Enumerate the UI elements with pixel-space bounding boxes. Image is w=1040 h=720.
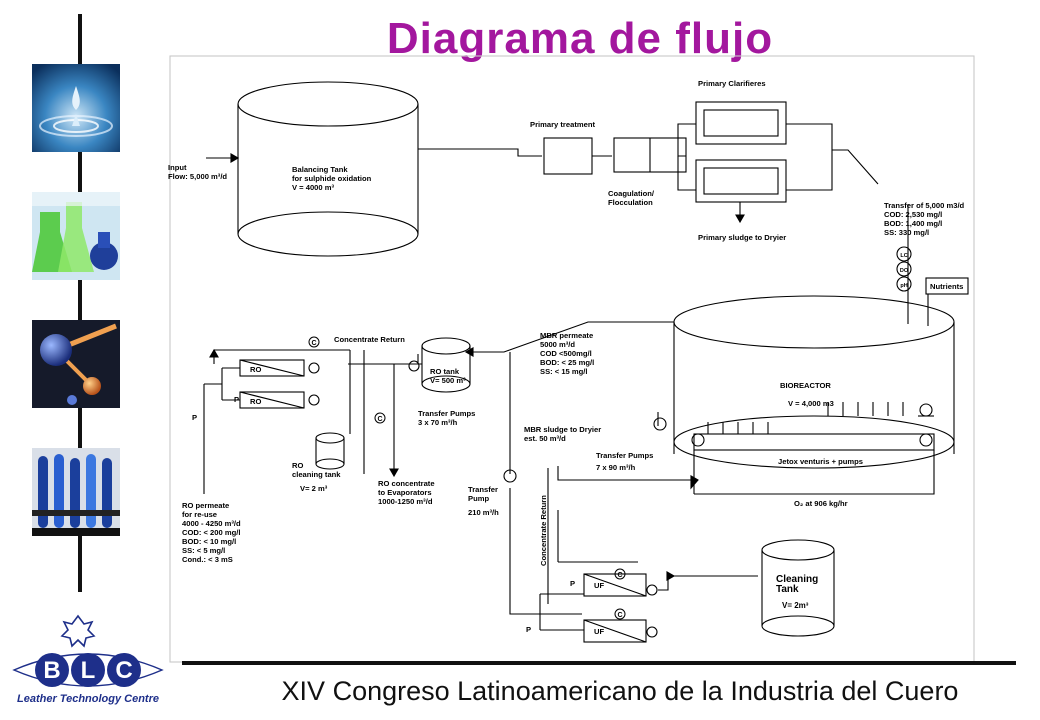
ro-module-1-label: RO — [250, 365, 261, 374]
logo-letter-b: B — [43, 657, 60, 684]
balancing-tank — [237, 81, 419, 257]
p-label-ro-2: P — [234, 395, 239, 404]
sensor-do — [896, 261, 912, 277]
sensor-lc — [896, 246, 912, 262]
c-label-2: C — [377, 416, 382, 423]
slide-title: Diagrama de flujo — [386, 14, 774, 63]
blc-logo: B L C Leather Technology Centre — [12, 614, 164, 705]
ro-tank — [421, 337, 471, 393]
left-divider — [78, 14, 82, 592]
sensor-ph-label: pH — [900, 283, 907, 289]
sensor-do-label: DO — [900, 268, 909, 274]
primary-treatment-label: Primary treatment — [530, 120, 595, 129]
lab-flasks-photo — [32, 192, 120, 280]
leather-hide-icon — [60, 614, 96, 648]
jetox-label: Jetox venturis + pumps — [778, 457, 863, 466]
jetox-header — [693, 433, 935, 451]
bottom-divider — [182, 661, 1016, 665]
primary-clarifier-1 — [695, 101, 787, 145]
primary-clarifiers-label: Primary Clarifieres — [698, 79, 766, 88]
logo-letter-c: C — [115, 657, 132, 684]
test-tubes-photo — [32, 448, 120, 536]
logo-tagline: Leather Technology Centre — [17, 693, 159, 705]
cleaning-tank — [761, 539, 835, 637]
o2-label: O₂ at 906 kg/hr — [794, 499, 848, 508]
footer-text: XIV Congreso Latinoamericano de la Indus… — [281, 676, 959, 706]
primary-treatment-box — [543, 137, 593, 175]
primary-clarifier-2 — [695, 159, 787, 203]
nutrients-box — [925, 277, 969, 295]
ro-cleaning-tank — [315, 432, 345, 470]
p-label-ro: P — [192, 413, 197, 422]
uf-module-2-label: UF — [594, 627, 604, 636]
sensor-ph — [896, 276, 912, 292]
c-label-3: C — [617, 572, 622, 579]
concentrate-return-vertical-label: Concentrate Return — [539, 495, 548, 566]
water-drop-photo — [32, 64, 120, 152]
c-label-1: C — [311, 340, 316, 347]
concentrate-return-top-label: Concentrate Return — [334, 335, 405, 344]
p-label-uf-1: P — [570, 579, 575, 588]
sensor-lc-label: LC — [900, 253, 907, 259]
uf-module-1-label: UF — [594, 581, 604, 590]
coagulation-label: Coagulation/Flocculation — [608, 189, 655, 207]
p-label-uf-2: P — [526, 625, 531, 634]
molecule-photo — [32, 320, 120, 408]
c-label-4: C — [617, 612, 622, 619]
logo-letter-l: L — [81, 657, 96, 684]
primary-sludge-label: Primary sludge to Dryier — [698, 233, 786, 242]
uf-module-2 — [583, 619, 647, 643]
ro-module-2-label: RO — [250, 397, 261, 406]
nutrients-label: Nutrients — [930, 282, 963, 291]
jetox-nozzles — [707, 402, 904, 434]
